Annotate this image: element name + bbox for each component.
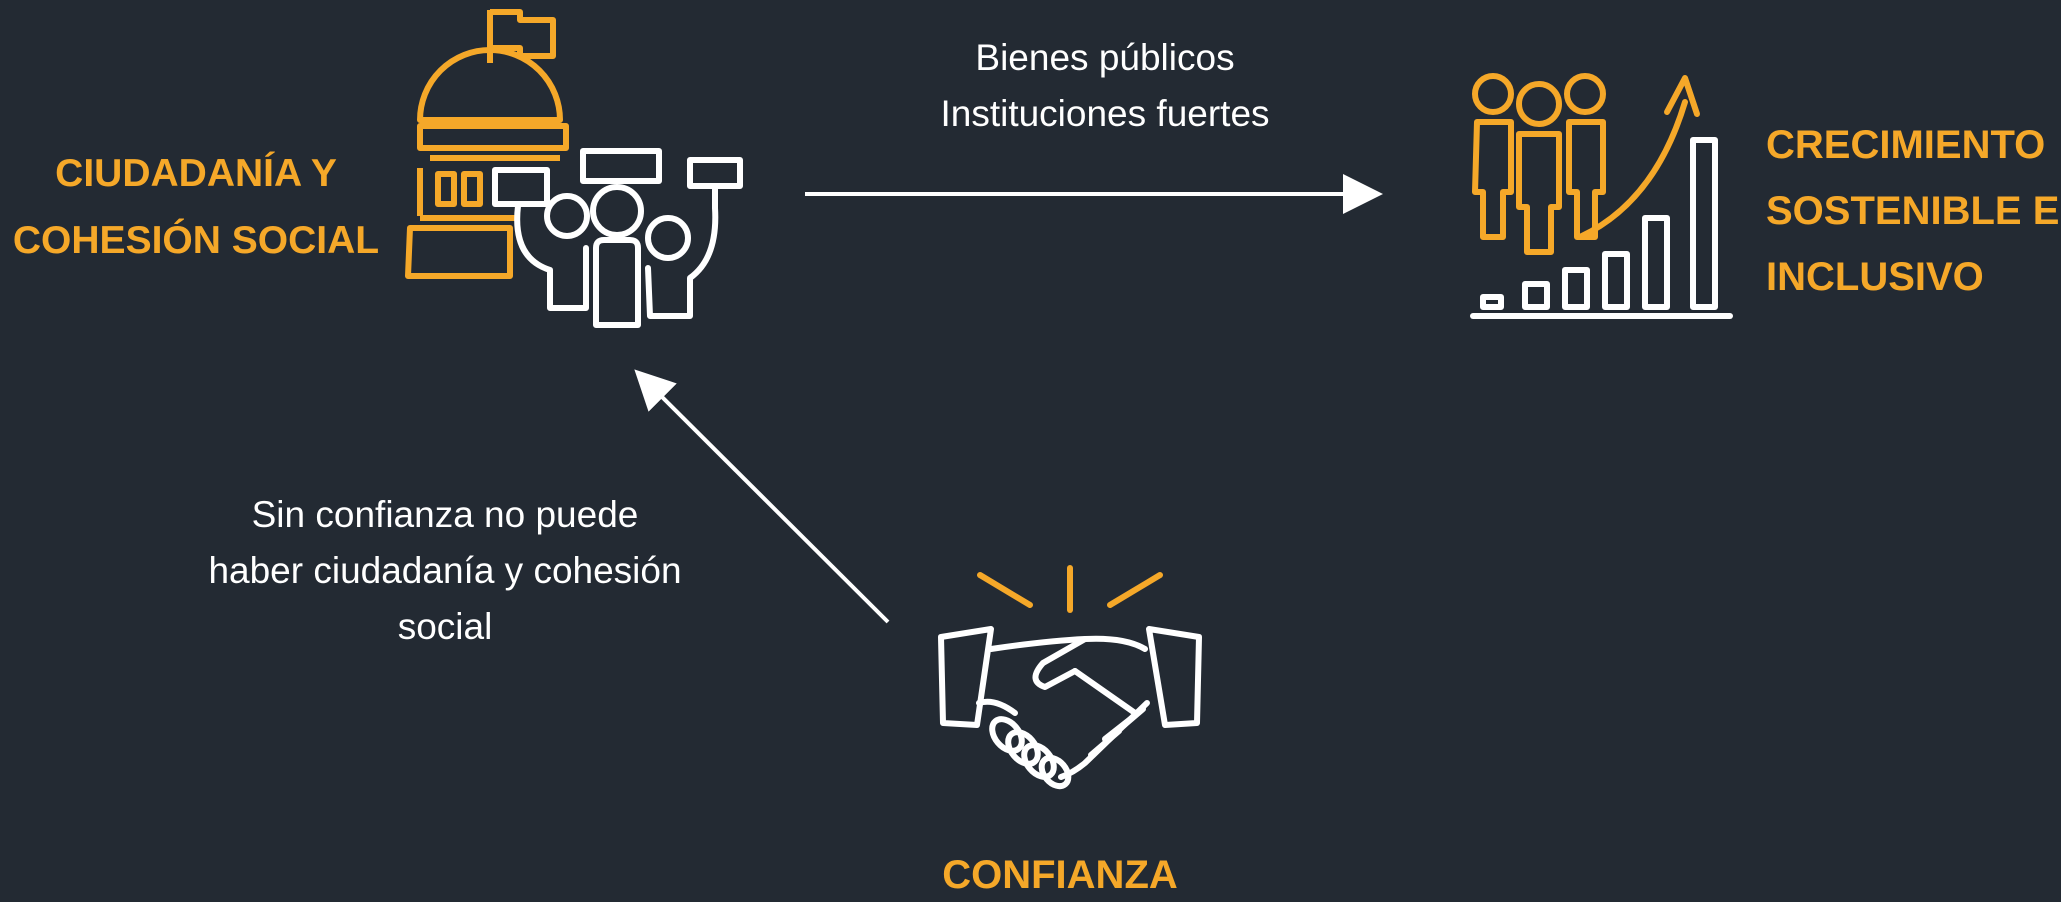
crecimiento-label: CRECIMIENTO SOSTENIBLE E INCLUSIVO	[1766, 112, 2061, 310]
edge-label-line: social	[397, 606, 493, 647]
ciudadania-label-line: COHESIÓN SOCIAL	[12, 219, 380, 262]
confianza-label-line: CONFIANZA	[942, 853, 1178, 897]
arrow-to-ciudadania	[634, 369, 890, 624]
edge-label-line: Instituciones fuertes	[940, 93, 1270, 134]
edge-label-line: haber ciudadanía y cohesión	[208, 550, 682, 591]
crecimiento-label-line: INCLUSIVO	[1766, 255, 1984, 299]
edge-label-top: Bienes públicos Instituciones fuertes	[870, 30, 1340, 142]
people-growth-chart-icon	[1470, 73, 1733, 319]
crecimiento-label-line: CRECIMIENTO	[1766, 123, 2046, 167]
handshake-icon	[938, 565, 1202, 790]
edge-label-line: Sin confianza no puede	[251, 494, 639, 535]
edge-label-line: Bienes públicos	[975, 37, 1235, 78]
capitol-crowd-icon	[405, 9, 743, 328]
edge-label-left: Sin confianza no puede haber ciudadanía …	[180, 487, 710, 655]
confianza-label: CONFIANZA	[880, 850, 1240, 900]
ciudadania-label: CIUDADANÍA Y COHESIÓN SOCIAL	[0, 140, 392, 274]
crecimiento-label-line: SOSTENIBLE E	[1766, 189, 2060, 233]
ciudadania-label-line: CIUDADANÍA Y	[55, 152, 337, 195]
